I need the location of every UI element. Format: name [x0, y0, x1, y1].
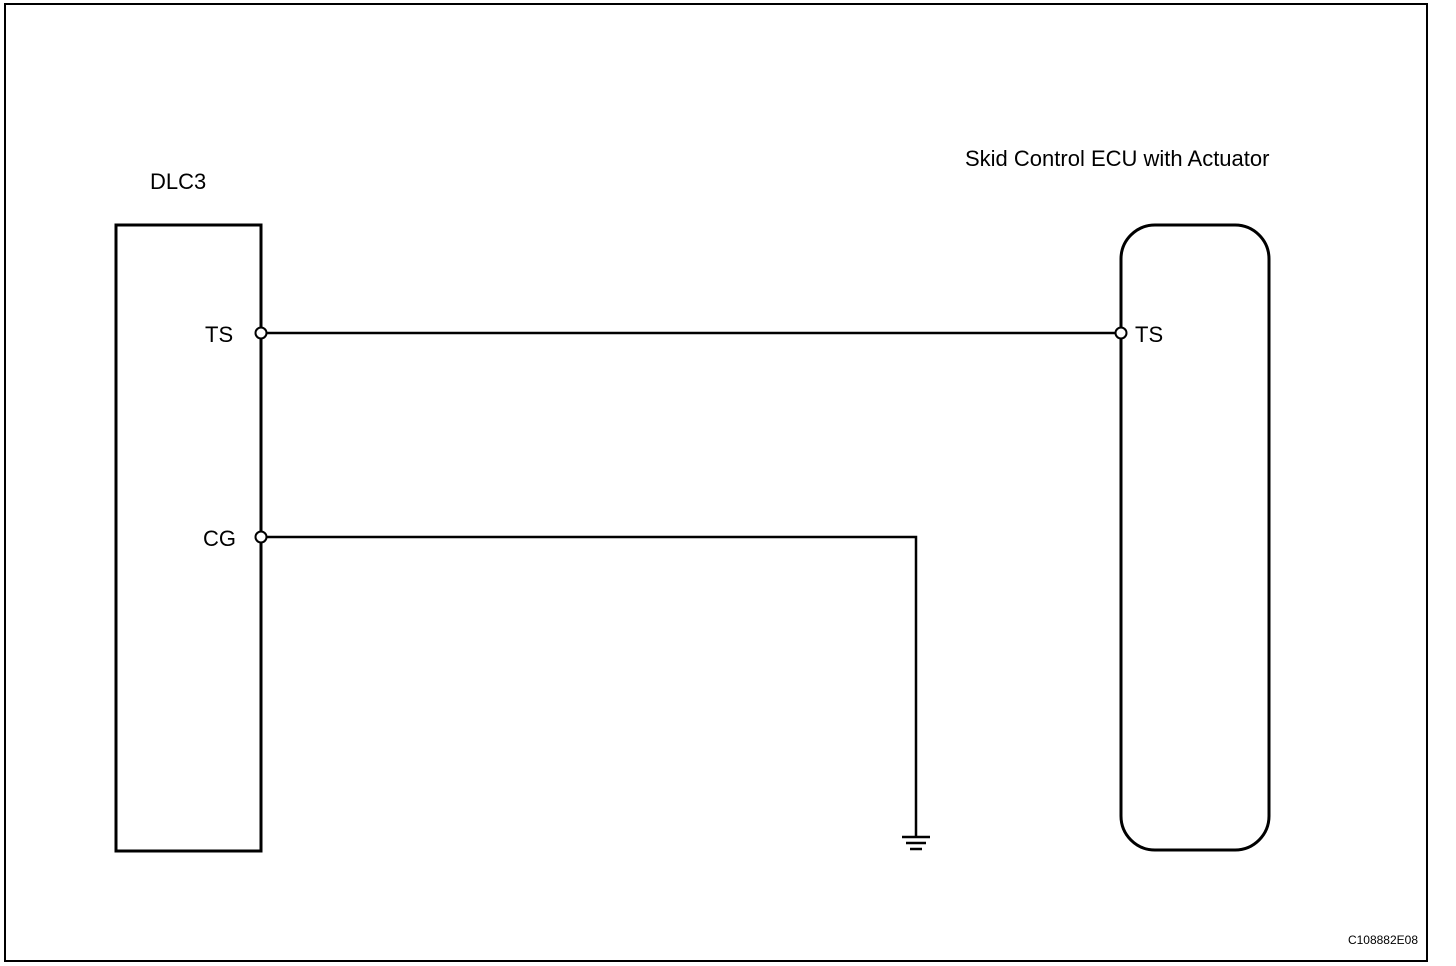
ecu-box: [1119, 223, 1271, 852]
ecu-ts-terminal: [1114, 326, 1128, 340]
ground-icon: [902, 835, 930, 851]
dlc3-cg-terminal: [254, 530, 268, 544]
figure-code: C108882E08: [1348, 933, 1418, 947]
dlc3-ts-terminal: [254, 326, 268, 340]
dlc3-ts-pin-label: TS: [205, 322, 233, 347]
cg-wire: [266, 535, 918, 836]
dlc3-cg-pin-label: CG: [203, 526, 236, 551]
diagram-frame: [4, 3, 1428, 962]
ecu-label: Skid Control ECU with Actuator: [965, 146, 1269, 171]
dlc3-label: DLC3: [150, 169, 206, 194]
ecu-ts-pin-label: TS: [1135, 322, 1163, 347]
dlc3-connector-box: [114, 223, 263, 853]
